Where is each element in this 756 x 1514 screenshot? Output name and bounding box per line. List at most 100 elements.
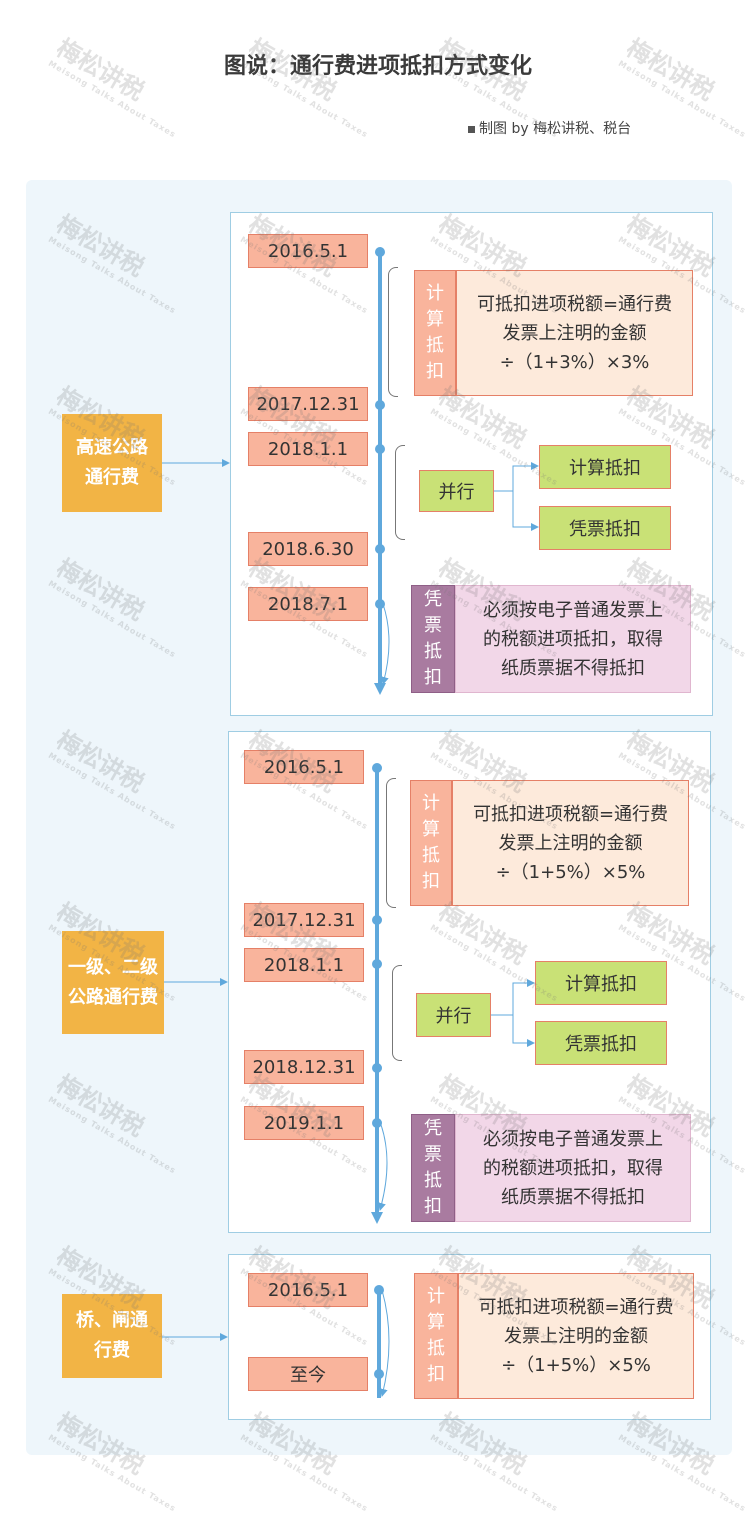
timeline-dot bbox=[375, 599, 385, 609]
credit-text: 制图 by 梅松讲税、税台 bbox=[479, 121, 632, 137]
voucher-box: 必须按电子普通发票上的税额进项抵扣，取得纸质票据不得抵扣 bbox=[455, 1114, 691, 1222]
tag-char: 抵 bbox=[424, 1170, 442, 1191]
formula-line: 可抵扣进项税额=通行费 bbox=[478, 1296, 674, 1318]
date-2018-1-1: 2018.1.1 bbox=[248, 432, 368, 466]
formula-line: 可抵扣进项税额=通行费 bbox=[472, 803, 669, 825]
connector-arrow bbox=[512, 1015, 535, 1047]
date-2016-5-1: 2016.5.1 bbox=[244, 750, 364, 784]
bracket bbox=[395, 445, 405, 540]
category-class-road: 一级、二级公路通行费 bbox=[62, 931, 164, 1034]
timeline-curve-arrow bbox=[380, 603, 390, 685]
formula-line: 发票上注明的金额 bbox=[498, 832, 643, 854]
tag-char: 抵 bbox=[427, 1338, 445, 1359]
page-title: 图说：通行费进项抵扣方式变化 bbox=[223, 54, 532, 79]
timeline-dot bbox=[372, 1063, 382, 1073]
option-calc-deduction: 计算抵扣 bbox=[539, 445, 671, 489]
voucher-tag: 凭票抵扣 bbox=[411, 1114, 455, 1222]
bracket bbox=[388, 267, 398, 397]
tag-char: 扣 bbox=[424, 667, 442, 688]
date-2019-1-1: 2019.1.1 bbox=[244, 1106, 364, 1140]
tag-char: 扣 bbox=[422, 871, 440, 892]
timeline-dot bbox=[375, 444, 385, 454]
timeline-dot bbox=[372, 915, 382, 925]
formula-tag: 计算抵扣 bbox=[414, 270, 456, 396]
parallel-box: 并行 bbox=[416, 993, 491, 1037]
tag-char: 扣 bbox=[427, 1364, 445, 1385]
voucher-tag: 凭票抵扣 bbox=[411, 585, 455, 693]
formula-tag: 计算抵扣 bbox=[410, 780, 452, 906]
timeline-curve-arrow bbox=[379, 1289, 390, 1397]
tag-char: 票 bbox=[424, 1144, 442, 1165]
connector-lines bbox=[162, 459, 539, 1397]
timeline-line bbox=[375, 766, 379, 1218]
parallel-box: 并行 bbox=[419, 470, 494, 512]
tag-char: 凭 bbox=[424, 1118, 442, 1139]
formula-line: ÷（1+5%）×5% bbox=[495, 861, 646, 883]
voucher-line: 必须按电子普通发票上 bbox=[483, 1128, 663, 1150]
tag-char: 计 bbox=[426, 283, 444, 304]
timeline-dot bbox=[374, 1369, 384, 1379]
tag-char: 算 bbox=[422, 819, 440, 840]
formula-box: 可抵扣进项税额=通行费发票上注明的金额 ÷（1+5%）×5% bbox=[452, 780, 689, 906]
tag-char: 算 bbox=[427, 1312, 445, 1333]
tag-char: 票 bbox=[424, 615, 442, 636]
date-2018-12-31: 2018.12.31 bbox=[244, 1050, 364, 1084]
tag-char: 算 bbox=[426, 309, 444, 330]
timeline-dot bbox=[375, 400, 385, 410]
formula-tag: 计算抵扣 bbox=[414, 1273, 458, 1399]
timeline-dot bbox=[375, 247, 385, 257]
formula-line: 可抵扣进项税额=通行费 bbox=[476, 293, 673, 315]
bracket bbox=[386, 778, 396, 908]
timeline-dot bbox=[372, 763, 382, 773]
date-2018-1-1: 2018.1.1 bbox=[244, 948, 364, 982]
tag-char: 抵 bbox=[422, 845, 440, 866]
formula-line: 发票上注明的金额 bbox=[502, 322, 647, 344]
category-label: 桥、闸通行费 bbox=[76, 1310, 148, 1361]
date-until-now: 至今 bbox=[248, 1357, 368, 1391]
voucher-line: 纸质票据不得抵扣 bbox=[501, 657, 645, 679]
tag-char: 扣 bbox=[424, 1196, 442, 1217]
credit-line: 制图 by 梅松讲税、税台 bbox=[468, 118, 631, 138]
tag-char: 抵 bbox=[426, 335, 444, 356]
formula-line: 发票上注明的金额 bbox=[504, 1325, 648, 1347]
connector-arrow bbox=[494, 462, 539, 492]
date-2016-5-1: 2016.5.1 bbox=[248, 234, 368, 268]
option-calc-deduction: 计算抵扣 bbox=[535, 961, 667, 1005]
date-2017-12-31: 2017.12.31 bbox=[248, 387, 368, 421]
tag-char: 计 bbox=[422, 793, 440, 814]
formula-line: ÷（1+3%）×3% bbox=[499, 351, 650, 373]
connector-arrow bbox=[512, 491, 539, 531]
category-label: 高速公路通行费 bbox=[76, 437, 148, 488]
bracket bbox=[392, 965, 402, 1061]
option-voucher-deduction: 凭票抵扣 bbox=[539, 506, 671, 550]
date-2018-7-1: 2018.7.1 bbox=[248, 587, 368, 621]
timeline-line bbox=[377, 1290, 381, 1398]
formula-line: ÷（1+5%）×5% bbox=[501, 1354, 651, 1376]
formula-box: 可抵扣进项税额=通行费发票上注明的金额 ÷（1+3%）×3% bbox=[456, 270, 693, 396]
date-2017-12-31: 2017.12.31 bbox=[244, 903, 364, 937]
tag-char: 凭 bbox=[424, 589, 442, 610]
category-bridge-sluice: 桥、闸通行费 bbox=[62, 1294, 162, 1378]
date-2018-6-30: 2018.6.30 bbox=[248, 532, 368, 566]
voucher-line: 的税额进项抵扣，取得 bbox=[483, 628, 663, 650]
tag-char: 抵 bbox=[424, 641, 442, 662]
category-label: 一级、二级公路通行费 bbox=[68, 956, 158, 1008]
timeline-dot bbox=[372, 1118, 382, 1128]
date-2016-5-1: 2016.5.1 bbox=[248, 1273, 368, 1307]
formula-box: 可抵扣进项税额=通行费发票上注明的金额 ÷（1+5%）×5% bbox=[458, 1273, 694, 1399]
option-voucher-deduction: 凭票抵扣 bbox=[535, 1021, 667, 1065]
tag-char: 扣 bbox=[426, 361, 444, 382]
tag-char: 计 bbox=[427, 1286, 445, 1307]
timeline-dot bbox=[374, 1285, 384, 1295]
category-expressway: 高速公路通行费 bbox=[62, 414, 162, 512]
voucher-line: 的税额进项抵扣，取得 bbox=[483, 1157, 663, 1179]
voucher-box: 必须按电子普通发票上的税额进项抵扣，取得纸质票据不得抵扣 bbox=[455, 585, 691, 693]
voucher-line: 必须按电子普通发票上 bbox=[483, 599, 663, 621]
timeline-line bbox=[378, 250, 382, 688]
voucher-line: 纸质票据不得抵扣 bbox=[501, 1186, 645, 1208]
timeline-dot bbox=[375, 544, 385, 554]
square-bullet-icon bbox=[468, 125, 475, 133]
timeline-arrowhead bbox=[374, 683, 386, 695]
connector-arrow bbox=[491, 979, 535, 1016]
timeline-arrowhead bbox=[371, 1212, 383, 1224]
